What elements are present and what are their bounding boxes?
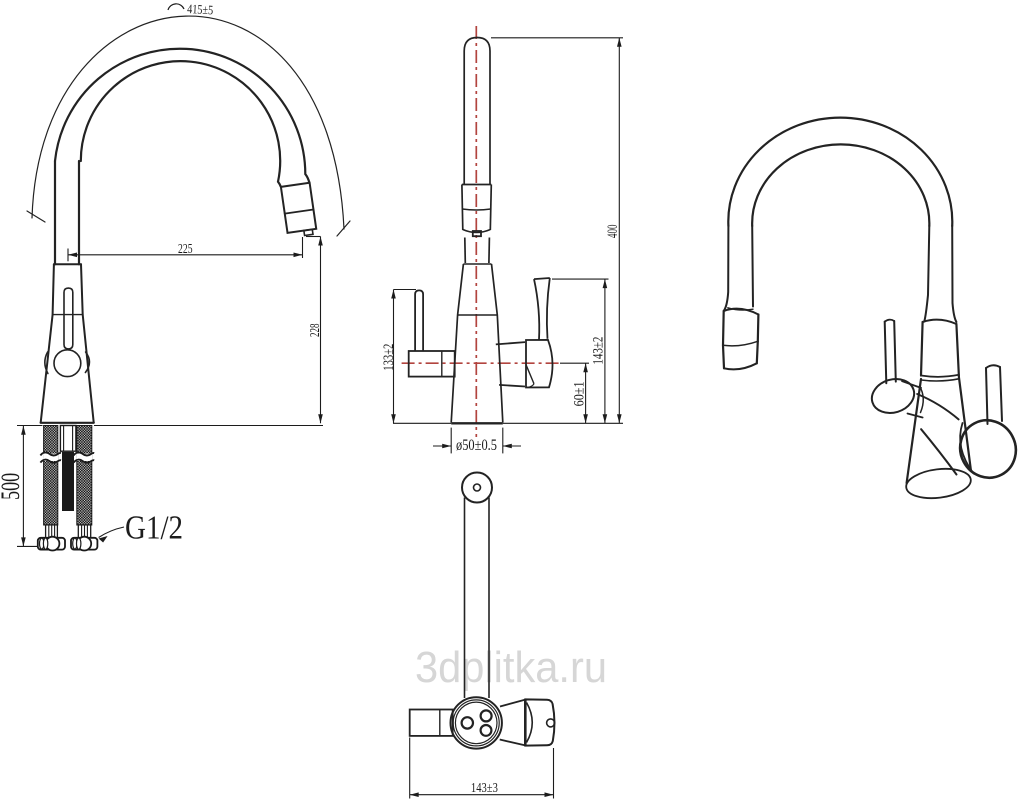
svg-text:225: 225 bbox=[178, 242, 193, 257]
svg-text:G1/2: G1/2 bbox=[125, 510, 183, 547]
svg-text:228: 228 bbox=[307, 323, 322, 337]
svg-text:415±5: 415±5 bbox=[187, 1, 214, 17]
svg-text:400: 400 bbox=[605, 225, 621, 239]
svg-text:ø50±0.5: ø50±0.5 bbox=[456, 437, 497, 454]
svg-text:500: 500 bbox=[0, 473, 25, 500]
svg-text:143±3: 143±3 bbox=[471, 781, 498, 796]
svg-text:3dplitka.ru: 3dplitka.ru bbox=[415, 643, 607, 692]
svg-text:60±1: 60±1 bbox=[571, 381, 587, 406]
svg-text:143±2: 143±2 bbox=[591, 337, 607, 365]
svg-text:133±2: 133±2 bbox=[381, 344, 397, 371]
